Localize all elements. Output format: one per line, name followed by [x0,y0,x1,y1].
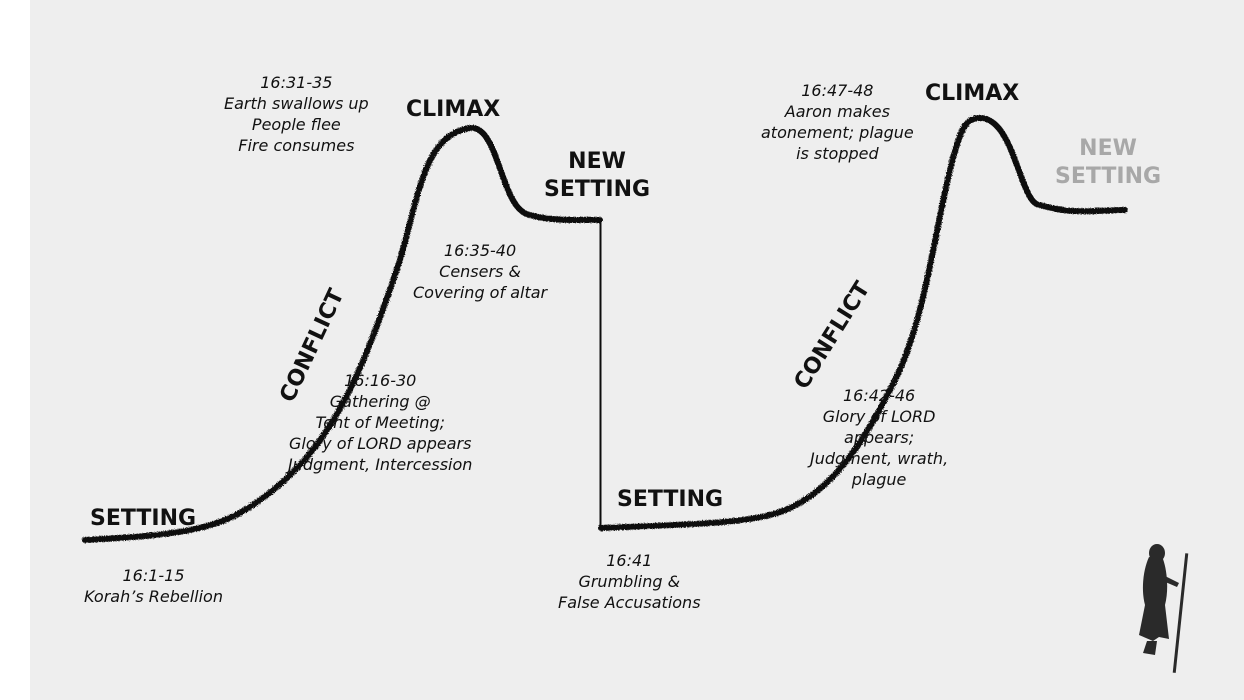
stage-climax-2: CLIMAX [925,81,1020,106]
plot-curve [82,114,1189,673]
note-korah: 16:1-15 Korah’s Rebellion [84,565,223,607]
note-grumbling: 16:41 Grumbling & False Accusations [558,550,701,613]
note-line: Judgment, Intercession [288,455,473,474]
note-ref: 16:31-35 [260,73,333,92]
stage-new-setting-2: NEW SETTING [1055,135,1161,191]
stage-climax-1: CLIMAX [406,97,501,122]
note-line: Grumbling & [578,572,681,591]
note-line: Judgment, wrath, [810,449,949,468]
note-line: plague [851,470,907,489]
note-line: Tent of Meeting; [315,413,445,432]
note-ref: 16:1-15 [122,566,185,585]
hooded-traveler-with-staff-icon [1139,544,1189,673]
note-line: False Accusations [558,593,701,612]
plot-drop [597,217,604,531]
note-line: Aaron makes [784,102,890,121]
note-line: atonement; plague [761,123,914,142]
note-line: appears; [844,428,915,447]
note-line: Earth swallows up [224,94,369,113]
stage-new-setting-2-line-1: NEW [1079,136,1137,161]
note-line: Covering of altar [413,283,548,302]
stage-setting-1: SETTING [90,506,197,531]
note-line: Gathering @ [329,392,431,411]
note-glory: 16:42-46 Glory of LORD appears; Judgment… [810,385,948,490]
note-line: Glory of LORD appears [288,434,472,453]
note-line: People flee [251,115,341,134]
note-ref: 16:47-48 [801,81,874,100]
note-line: Glory of LORD [822,407,936,426]
plot-arc-2 [598,114,1128,531]
slide: SETTING CONFLICT CLIMAX NEW SETTING SETT… [30,0,1244,700]
note-ref: 16:16-30 [344,371,417,390]
note-line: Fire consumes [238,136,355,155]
note-aaron: 16:47-48 Aaron makes atonement; plague i… [761,80,914,164]
note-earth: 16:31-35 Earth swallows up People flee F… [224,72,369,156]
stage-setting-2: SETTING [617,487,724,512]
stage-new-setting-1-line-2: SETTING [544,177,651,202]
note-ref: 16:42-46 [842,386,916,405]
stage-new-setting-2-line-2: SETTING [1055,164,1162,189]
note-line: Censers & [439,262,521,281]
note-ref: 16:41 [606,551,653,570]
note-ref: 16:35-40 [443,241,517,260]
note-gathering: 16:16-30 Gathering @ Tent of Meeting; Gl… [288,370,472,475]
note-censers: 16:35-40 Censers & Covering of altar [413,240,547,303]
note-line: is stopped [796,144,879,163]
note-line: Korah’s Rebellion [84,587,223,606]
stage-new-setting-1: NEW SETTING [544,148,650,204]
stage-new-setting-1-line-1: NEW [568,149,626,174]
plot-arc-1 [82,125,603,543]
